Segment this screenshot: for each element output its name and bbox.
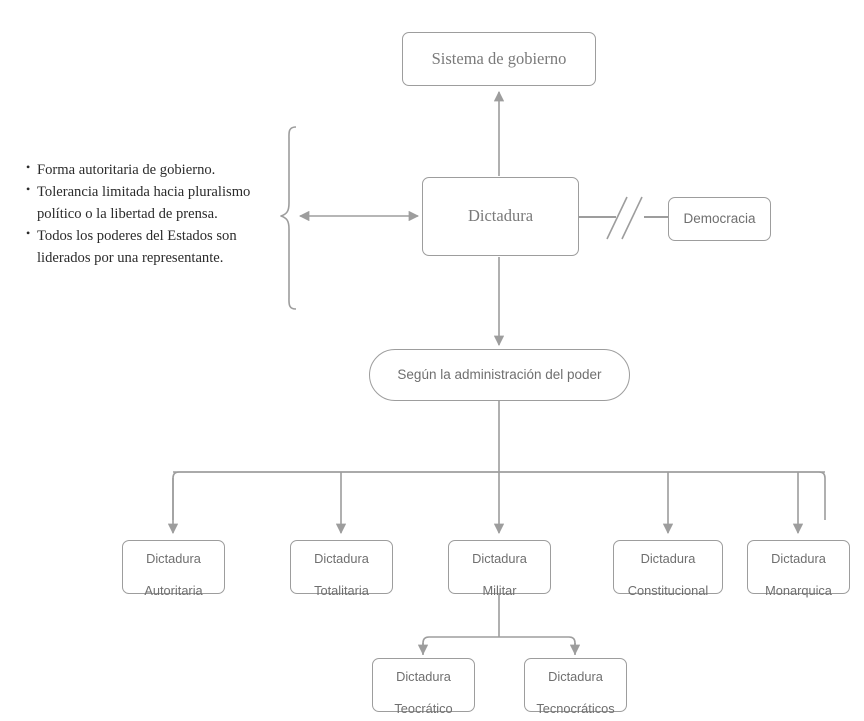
node-dictadura-tecnocraticos-label: Dictadura Tecnocráticos [536, 653, 614, 717]
node-criterio-label: Según la administración del poder [397, 366, 602, 382]
node-dictadura-label: Dictadura [467, 206, 534, 226]
node-sistema-de-gobierno[interactable]: Sistema de gobierno [402, 32, 596, 86]
node-democracia[interactable]: Democracia [668, 197, 771, 241]
label-line-2: Totalitaria [314, 582, 369, 598]
label-line-1: Dictadura [771, 551, 826, 567]
bullet-item: Todos los poderes del Estados son lidera… [26, 225, 292, 269]
node-dictadura-totalitaria-label: Dictadura Totalitaria [314, 535, 369, 599]
break-slash-1 [606, 196, 628, 240]
node-dictadura-constitucional[interactable]: Dictadura Constitucional [613, 540, 723, 598]
node-dictadura-monarquica-label: Dictadura Monarquica [765, 535, 832, 599]
bullet-item: Forma autoritaria de gobierno. [26, 159, 292, 181]
label-line-1: Dictadura [146, 551, 201, 567]
node-dictadura-militar-label: Dictadura Militar [472, 535, 527, 599]
label-line-2: Autoritaria [144, 582, 203, 598]
node-democracia-label: Democracia [683, 210, 756, 226]
node-dictadura-autoritaria-label: Dictadura Autoritaria [144, 535, 202, 599]
label-line-1: Dictadura [396, 669, 451, 685]
node-dictadura-militar[interactable]: Dictadura Militar [448, 540, 551, 598]
label-line-2: Militar [482, 582, 517, 598]
node-dictadura-constitucional-label: Dictadura Constitucional [628, 535, 708, 599]
node-segun-la-administracion-del-poder[interactable]: Según la administración del poder [369, 349, 630, 401]
description-bullet-list: Forma autoritaria de gobierno. Toleranci… [26, 159, 292, 270]
node-dictadura-monarquica[interactable]: Dictadura Monarquica [747, 540, 850, 598]
node-dictadura-teocratico[interactable]: Dictadura Teocrático [372, 658, 475, 716]
label-line-2: Tecnocráticos [536, 700, 615, 716]
label-line-2: Constitucional [627, 582, 709, 598]
node-dictadura-teocratico-label: Dictadura Teocrático [394, 653, 452, 717]
break-slash-2 [621, 196, 643, 240]
node-sistema-de-gobierno-label: Sistema de gobierno [431, 48, 567, 68]
label-line-1: Dictadura [640, 551, 696, 567]
bullet-items: Forma autoritaria de gobierno. Toleranci… [26, 159, 292, 269]
label-line-2: Monarquica [765, 582, 832, 598]
node-dictadura[interactable]: Dictadura [422, 177, 579, 256]
node-dictadura-autoritaria[interactable]: Dictadura Autoritaria [122, 540, 225, 598]
label-line-1: Dictadura [548, 669, 603, 685]
label-line-1: Dictadura [314, 551, 369, 567]
node-dictadura-tecnocraticos[interactable]: Dictadura Tecnocráticos [524, 658, 627, 716]
node-dictadura-totalitaria[interactable]: Dictadura Totalitaria [290, 540, 393, 598]
bullet-item: Tolerancia limitada hacia pluralismo pol… [26, 181, 292, 225]
label-line-1: Dictadura [472, 551, 527, 567]
label-line-2: Teocrático [394, 700, 453, 716]
